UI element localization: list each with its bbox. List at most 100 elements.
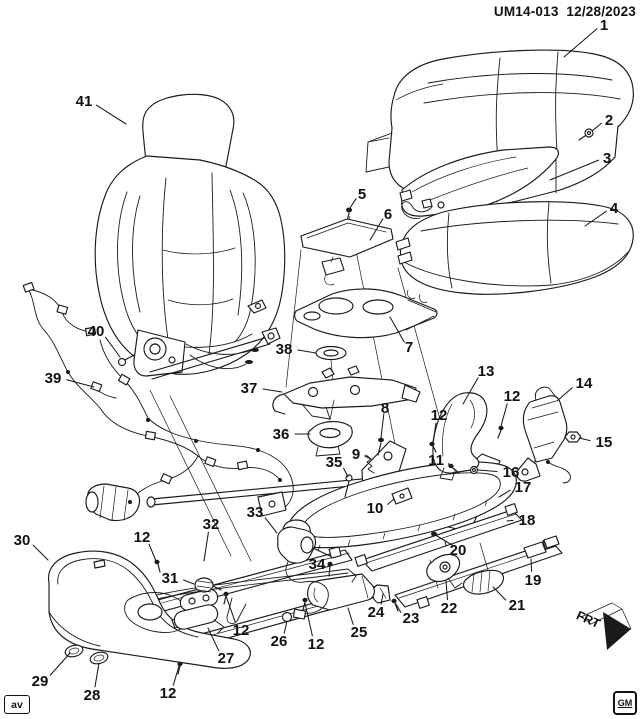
callout-20: 20	[444, 541, 466, 559]
svg-text:12: 12	[504, 388, 521, 405]
svg-text:24: 24	[368, 604, 385, 621]
callout-12: 12	[160, 665, 180, 702]
svg-text:16: 16	[503, 464, 520, 481]
svg-text:14: 14	[576, 375, 593, 392]
svg-text:37: 37	[241, 380, 258, 397]
knob-31	[194, 577, 222, 593]
svg-text:22: 22	[441, 600, 458, 617]
callout-17: 17	[498, 479, 531, 498]
svg-text:40: 40	[88, 323, 105, 340]
svg-text:39: 39	[45, 370, 62, 387]
svg-text:38: 38	[276, 341, 293, 358]
callout-38: 38	[276, 341, 317, 358]
svg-text:21: 21	[509, 597, 526, 614]
svg-text:33: 33	[247, 504, 264, 521]
bolt-23	[391, 598, 399, 612]
nut-15	[564, 431, 582, 443]
callout-1: 1	[563, 17, 608, 58]
callout-32: 32	[203, 516, 220, 562]
svg-text:25: 25	[351, 624, 368, 641]
screw-12-mid	[223, 591, 229, 605]
screw-2	[578, 128, 594, 141]
screw-40	[117, 354, 135, 367]
sensor-plate-drawing	[300, 207, 394, 286]
svg-text:2: 2	[605, 112, 613, 129]
svg-text:1: 1	[600, 17, 608, 34]
screw-12-right	[497, 425, 504, 439]
svg-text:18: 18	[519, 512, 536, 529]
callout-12: 12	[225, 595, 250, 639]
svg-text:26: 26	[271, 633, 288, 650]
svg-text:23: 23	[403, 610, 420, 627]
svg-text:30: 30	[14, 532, 31, 549]
svg-text:7: 7	[405, 339, 413, 356]
callout-16: 16	[477, 464, 520, 481]
svg-text:41: 41	[76, 93, 93, 110]
callout-4: 4	[584, 200, 619, 227]
seat-belt-buckle-drawing	[448, 386, 582, 484]
svg-text:11: 11	[428, 452, 444, 469]
cushion-pad-drawing	[395, 201, 634, 303]
svg-text:27: 27	[218, 650, 235, 667]
svg-text:28: 28	[84, 687, 101, 704]
switch-27	[173, 588, 225, 634]
screw-12-bottom	[177, 661, 183, 675]
svg-text:10: 10	[367, 500, 384, 517]
callout-8: 8	[380, 400, 389, 439]
callout-25: 25	[347, 607, 368, 641]
callout-3: 3	[549, 150, 611, 181]
motor-drawing	[277, 526, 331, 620]
screw-11	[448, 463, 460, 474]
callout-35: 35	[326, 454, 349, 478]
callout-27: 27	[207, 627, 235, 667]
svg-text:9: 9	[352, 446, 360, 463]
callout-29: 29	[32, 652, 71, 690]
revision-code: av	[11, 698, 23, 711]
callout-10: 10	[367, 498, 395, 517]
cover-plate-drawing	[294, 288, 438, 382]
callout-15: 15	[578, 434, 612, 451]
callout-9: 9	[352, 446, 372, 463]
bolt-35	[344, 474, 353, 498]
seat-side-panel-drawing	[47, 550, 251, 675]
svg-text:12: 12	[233, 622, 250, 639]
callout-37: 37	[241, 380, 283, 397]
callout-22: 22	[441, 580, 458, 617]
svg-text:3: 3	[603, 150, 611, 167]
svg-text:32: 32	[203, 516, 220, 533]
knob-28	[89, 651, 109, 665]
clip-24	[372, 584, 391, 604]
callout-40: 40	[88, 323, 121, 358]
seat-back-drawing	[94, 93, 286, 380]
callout-19: 19	[525, 558, 541, 589]
callout-30: 30	[14, 532, 49, 561]
frt-direction-arrow: FRT	[574, 602, 632, 650]
side-shield-drawing	[429, 392, 504, 481]
handle-19	[523, 535, 560, 559]
actuator-36	[307, 399, 353, 457]
cover-25	[307, 573, 375, 611]
heater-mat-drawing	[399, 146, 559, 219]
wiring-harness-drawing	[22, 281, 294, 522]
svg-text:5: 5	[358, 186, 366, 203]
callout-14: 14	[556, 375, 593, 402]
callout-13: 13	[462, 363, 494, 405]
right-track-drawing	[223, 503, 563, 623]
svg-text:12: 12	[308, 636, 325, 653]
callout-41: 41	[76, 93, 127, 125]
washer-16	[469, 465, 479, 475]
callout-5: 5	[349, 186, 366, 209]
screw-12-left	[429, 441, 437, 453]
screw-12-top	[154, 559, 161, 573]
gm-logo-text: GM	[617, 698, 633, 708]
callout-11: 11	[428, 452, 450, 469]
svg-text:31: 31	[162, 570, 179, 587]
callout-23: 23	[395, 603, 420, 627]
svg-text:6: 6	[384, 206, 392, 223]
callout-26: 26	[271, 620, 288, 650]
revision-code-badge: av	[4, 695, 30, 714]
svg-text:4: 4	[610, 200, 619, 217]
callout-34: 34	[309, 556, 332, 573]
